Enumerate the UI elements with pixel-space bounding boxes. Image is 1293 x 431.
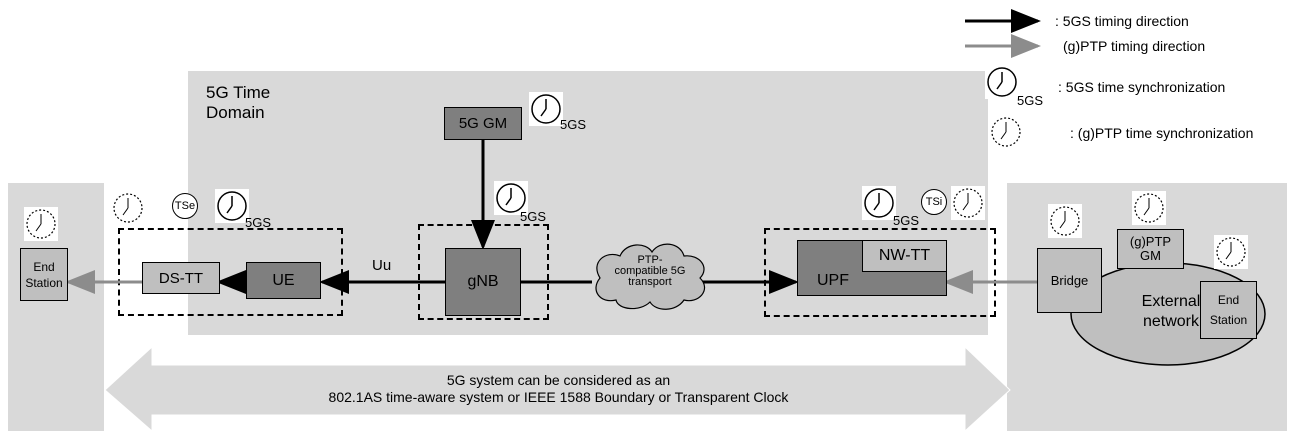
legend-fivegs-sync: : 5GS time synchronization [1058,79,1226,95]
end-station-left-line2: Station [25,275,63,290]
ue-label: UE [272,271,295,289]
upf-label: UPF [817,272,849,289]
bridge-label: Bridge [1050,273,1089,288]
gm-clock-subscript: 5GS [560,117,587,132]
external-network-line2: network [1142,313,1200,330]
tse-badge: TSe [172,193,198,219]
clock-icon [215,189,249,223]
domain-title-line1: 5G Time [206,83,271,102]
transport-label: PTP- compatible 5G transport [600,255,700,288]
clock-icon [985,65,1019,99]
gnb-label: gNB [467,273,499,290]
end-station-right-node: End Station [1200,281,1257,339]
legend-gptp-timing: (g)PTP timing direction [1063,38,1206,54]
system-caption-line1: 5G system can be considered as an [446,372,671,388]
gptp-gm-line1: (g)PTP [1129,234,1172,249]
upf-side-group [764,228,996,317]
gnb-node: gNB [445,248,521,316]
upf-clock-subscript: 5GS [893,213,920,228]
ue-clock-subscript: 5GS [245,215,272,230]
end-station-left-line1: End [33,259,55,274]
ds-tt-node: DS-TT [142,262,220,294]
clock-icon [529,92,563,126]
legend-fivegs-sub: 5GS [1017,93,1044,108]
domain-title: 5G Time Domain [206,83,270,123]
nw-tt-label: NW-TT [878,247,931,264]
dotted-clock-icon [989,115,1023,149]
ds-tt-label: DS-TT [158,269,204,287]
gptp-gm-node: (g)PTP GM [1117,229,1184,269]
gptp-gm-line2: GM [1140,248,1161,263]
transport-line3: transport [628,276,672,288]
end-station-right-line1: End [1217,293,1240,307]
bridge-node: Bridge [1037,248,1102,313]
ue-node: UE [246,262,321,299]
dotted-clock-icon [1214,235,1248,269]
dotted-clock-icon [1048,204,1082,238]
system-caption: 5G system can be considered as an 802.1A… [152,372,965,406]
dotted-clock-icon [951,186,985,220]
fivegs-gm-node: 5G GM [444,107,522,140]
clock-icon [862,186,896,220]
external-network-line1: External [1141,293,1201,310]
system-caption-line2: 802.1AS time-aware system or IEEE 1588 B… [328,389,789,405]
fivegs-gm-label: 5G GM [458,115,508,132]
uu-label: Uu [372,257,392,274]
domain-title-line2: Domain [206,103,265,122]
dotted-clock-icon [111,191,145,225]
legend-fivegs-timing: : 5GS timing direction [1055,13,1189,29]
tsi-badge: TSi [921,189,947,215]
transport-line2: compatible 5G [614,265,686,277]
nw-tt-node: NW-TT [862,240,947,272]
gnb-clock-subscript: 5GS [520,209,547,224]
legend-gptp-sync: : (g)PTP time synchronization [1070,125,1254,141]
clock-icon [494,181,528,215]
dotted-clock-icon [24,207,58,241]
dotted-clock-icon [1132,191,1166,225]
end-station-left-node: End Station [20,248,68,301]
external-network-label: External network [1121,292,1221,332]
end-station-right-line2: Station [1209,313,1248,327]
transport-line1: PTP- [637,254,663,266]
